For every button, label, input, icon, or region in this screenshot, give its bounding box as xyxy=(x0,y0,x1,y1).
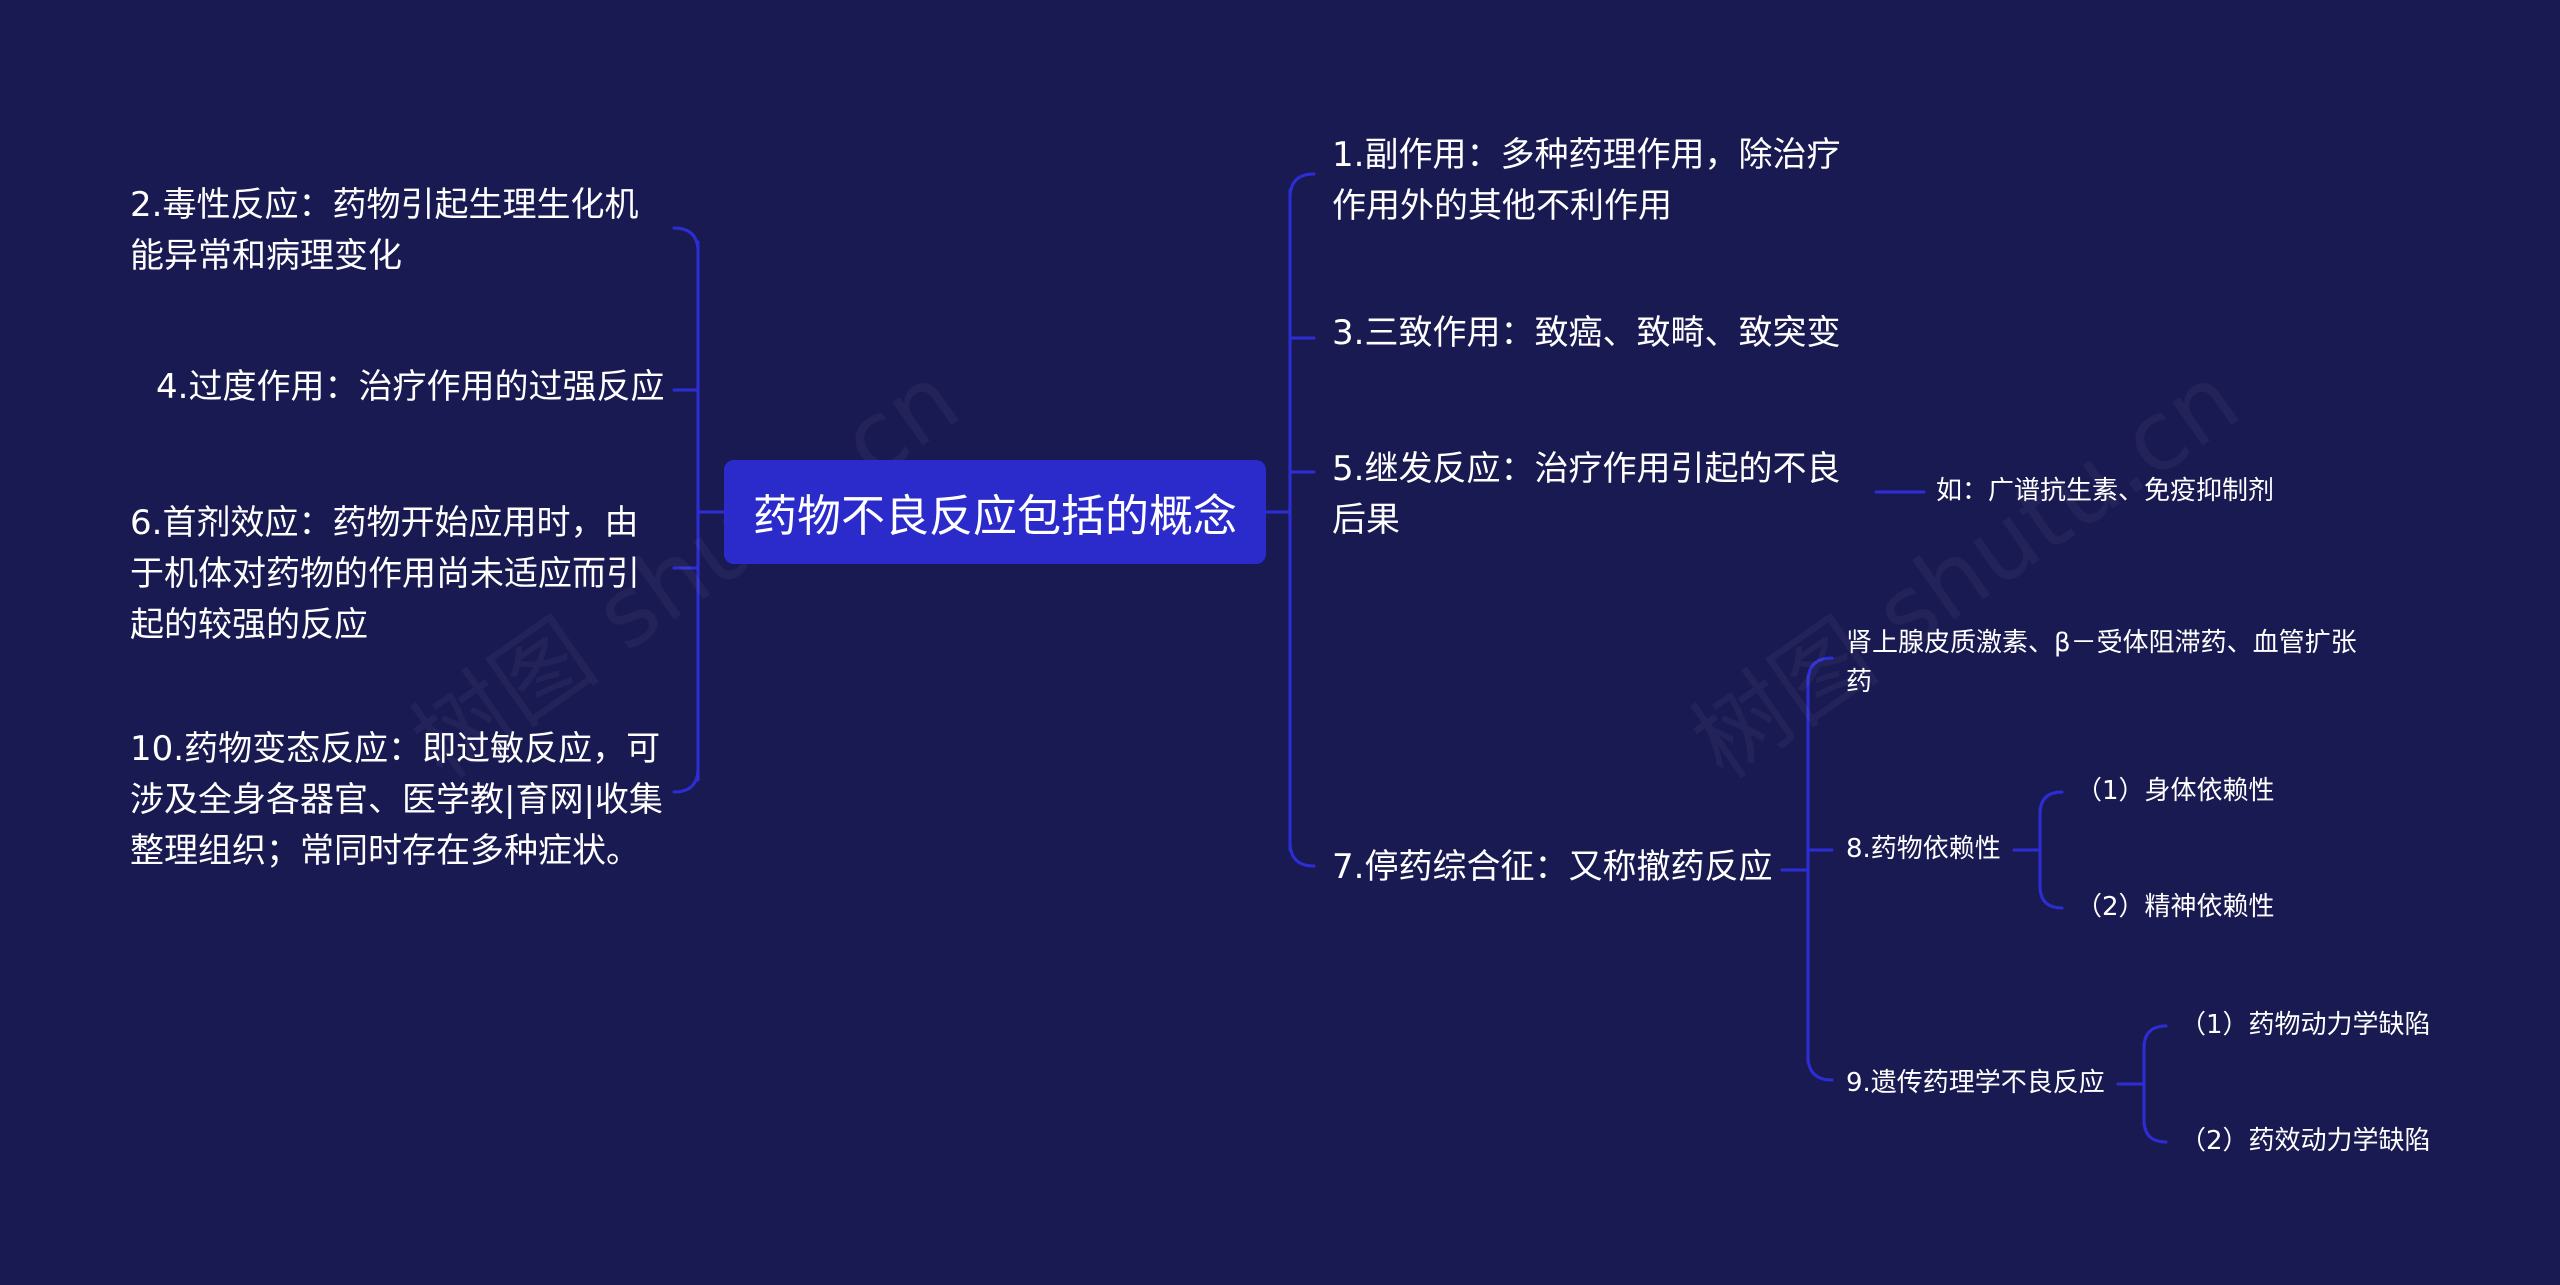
node-physical-dependence[interactable]: （1）身体依赖性 xyxy=(2076,776,2275,806)
node-drug-dependence[interactable]: 8.药物依赖性 xyxy=(1846,834,2001,864)
node-pharmacokinetic-defect[interactable]: （1）药物动力学缺陷 xyxy=(2180,1010,2431,1040)
node-three-effects[interactable]: 3.三致作用：致癌、致畸、致突变 xyxy=(1332,313,1841,353)
node-pharmacogenetic-reaction[interactable]: 9.遗传药理学不良反应 xyxy=(1846,1068,2105,1098)
node-psychological-dependence[interactable]: （2）精神依赖性 xyxy=(2076,892,2275,922)
node-secondary-reaction[interactable]: 5.继发反应：治疗作用引起的不良后果 xyxy=(1332,449,1841,540)
node-allergic-reaction[interactable]: 10.药物变态反应：即过敏反应，可涉及全身各器官、医学教|育网|收集整理组织；常… xyxy=(130,729,663,871)
root-node[interactable]: 药物不良反应包括的概念 xyxy=(724,460,1266,564)
node-withdrawal-drugs[interactable]: 肾上腺皮质激素、β－受体阻滞药、血管扩张药 xyxy=(1846,628,2357,697)
node-first-dose-effect[interactable]: 6.首剂效应：药物开始应用时，由于机体对药物的作用尚未适应而引起的较强的反应 xyxy=(130,503,640,645)
node-withdrawal-syndrome[interactable]: 7.停药综合征：又称撤药反应 xyxy=(1332,847,1773,887)
node-excessive-effect[interactable]: 4.过度作用：治疗作用的过强反应 xyxy=(156,367,665,407)
node-pharmacodynamic-defect[interactable]: （2）药效动力学缺陷 xyxy=(2180,1126,2431,1156)
node-side-effect[interactable]: 1.副作用：多种药理作用，除治疗作用外的其他不利作用 xyxy=(1332,135,1841,226)
node-secondary-example[interactable]: 如：广谱抗生素、免疫抑制剂 xyxy=(1936,476,2275,506)
node-toxic-reaction[interactable]: 2.毒性反应：药物引起生理生化机能异常和病理变化 xyxy=(130,185,639,276)
